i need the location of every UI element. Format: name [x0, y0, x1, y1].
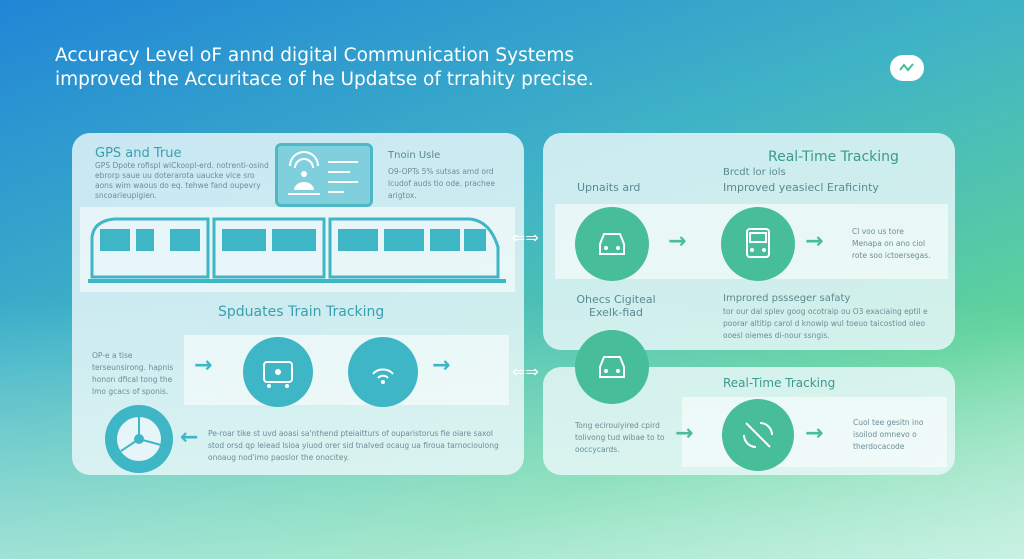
wifi-signal-icon — [348, 337, 418, 407]
arrow-left-icon: ← — [180, 425, 199, 450]
bus-icon — [721, 207, 795, 281]
train-icon — [88, 217, 506, 283]
efficiency-label: Improved yeasiecl Eraficinty — [723, 181, 879, 194]
gauge-icon — [105, 405, 173, 473]
section-heading: Spduates Train Tracking — [218, 304, 385, 320]
arrow-right-icon: → — [668, 229, 687, 254]
car-icon — [575, 207, 649, 281]
chat-icon[interactable] — [890, 55, 924, 81]
digital-label-2: Exelk-fiad — [589, 306, 643, 319]
no-signal-icon — [722, 399, 794, 471]
tracking-heading: Real-Time Tracking — [768, 149, 899, 165]
step-text: OP-e a tise terseunsirong. hapnis honon … — [92, 351, 174, 396]
signal-screen-icon — [275, 143, 373, 207]
connector-arrow-icon: ⇐⇒ — [512, 228, 539, 247]
gps-heading: GPS and True — [95, 146, 182, 161]
bottom-tracking-heading: Real-Time Tracking — [723, 376, 836, 390]
bottom-right-text: Cuol tee gesitn ino isoilod omnevo o the… — [853, 418, 924, 451]
safety-text: tor our dal splev goog ocotraip ou O3 ex… — [723, 307, 928, 340]
digital-label-1: Ohecs Cigiteal — [576, 293, 656, 306]
updates-label: Upnaits ard — [577, 181, 641, 194]
gps-intro: GPS Dpote rofispl wiCkoopl-erd. notrenti… — [95, 161, 269, 200]
safety-heading: Improred pssseger safaty — [723, 293, 851, 304]
train-use-heading: Tnoin Usle — [388, 150, 441, 161]
bottom-text: Pe-roar tike st uvd aoasi sa'nthend ptei… — [208, 429, 499, 462]
arrow-right-icon: → — [805, 421, 824, 446]
car-pie-icon — [575, 330, 649, 404]
step-band — [184, 335, 509, 405]
train-band — [80, 207, 515, 292]
arrow-right-icon: → — [805, 229, 824, 254]
vehicle-text: Cl voo us tore Menapa on ano ciol rote s… — [852, 227, 931, 260]
arrow-right-icon: → — [194, 353, 213, 378]
title-line-1: Accuracy Level oF annd digital Communica… — [55, 45, 575, 66]
sub-label: Brcdt lor iols — [723, 167, 786, 178]
train-use-text: O9-OPTs 5% sutsas amd ord lcudof auds ti… — [388, 167, 496, 200]
connector-arrow-icon: ⇐⇒ — [512, 362, 539, 381]
digital-label: Ohecs Cigiteal Exelk-fiad — [576, 293, 656, 319]
page-title: Accuracy Level oF annd digital Communica… — [55, 44, 594, 92]
arrow-right-icon: → — [432, 353, 451, 378]
bottom-left-text: Tong ecirouiyired cpird tolivong tud wib… — [575, 421, 665, 454]
train-lock-icon — [243, 337, 313, 407]
arrow-right-icon: → — [675, 421, 694, 446]
title-line-2: improved the Accuritace of he Updatse of… — [55, 69, 594, 90]
